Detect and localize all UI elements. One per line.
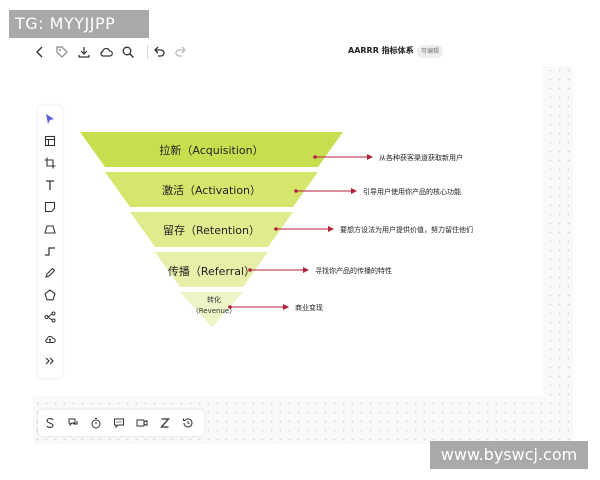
funnel-label-revenue-cn: 转化 <box>207 296 221 304</box>
funnel-label-revenue-en: （Revenue） <box>191 307 237 315</box>
chat-icon[interactable] <box>109 413 129 433</box>
pentagon-icon[interactable] <box>40 285 60 305</box>
note-activation: 引导用户使用你产品的核心功能 <box>363 188 461 196</box>
funnel-label-revenue: 转化 （Revenue） <box>184 295 244 317</box>
arrow-dot-retention <box>274 227 278 231</box>
funnel-label-retention: 留存（Retention） <box>162 224 261 237</box>
arrow-dot-referral <box>248 268 252 272</box>
funnel-level-revenue[interactable] <box>180 292 243 327</box>
funnel-label-referral: 传播（Referral） <box>167 265 256 278</box>
tag-icon[interactable] <box>52 42 72 62</box>
more-icon[interactable] <box>40 351 60 371</box>
video-icon[interactable] <box>132 413 152 433</box>
funnel-level-retention[interactable] <box>130 212 293 247</box>
timer-icon[interactable] <box>86 413 106 433</box>
note-revenue: 商业变现 <box>295 304 323 312</box>
funnel-level-acquisition[interactable] <box>80 132 343 167</box>
search-icon[interactable] <box>118 42 138 62</box>
history-icon[interactable] <box>178 413 198 433</box>
shape-icon[interactable] <box>40 219 60 239</box>
note-retention: 要想方设法为用户提供价值，努力留住他们 <box>340 226 473 234</box>
watermark-bottom: www.byswcj.com <box>430 441 588 469</box>
funnel-level-activation[interactable] <box>105 172 318 207</box>
z-icon[interactable] <box>155 413 175 433</box>
frame-icon[interactable] <box>40 131 60 151</box>
arrow-dot-activation <box>294 189 298 193</box>
download-icon[interactable] <box>74 42 94 62</box>
crop-icon[interactable] <box>40 153 60 173</box>
arrow-dot-acquisition <box>313 155 317 159</box>
cloud-icon[interactable] <box>96 42 116 62</box>
top-toolbar: AARRR 指标体系 可编辑 <box>28 40 572 64</box>
document-title[interactable]: AARRR 指标体系 <box>348 46 414 55</box>
bottom-toolbar <box>38 410 204 436</box>
note-acquisition: 从各种获客渠道获取新用户 <box>379 154 463 162</box>
strikethrough-s-icon[interactable] <box>40 413 60 433</box>
back-icon[interactable] <box>30 42 50 62</box>
text-icon[interactable] <box>40 175 60 195</box>
edit-status-badge: 可编辑 <box>417 45 444 58</box>
whiteboard-frame[interactable] <box>33 66 543 396</box>
funnel-label-activation: 激活（Activation） <box>161 184 262 197</box>
connector-icon[interactable] <box>40 241 60 261</box>
undo-icon[interactable] <box>149 42 169 62</box>
arrow-dot-revenue <box>228 305 232 309</box>
left-tool-palette <box>38 106 62 378</box>
comment-icon[interactable] <box>63 413 83 433</box>
funnel-level-referral[interactable] <box>155 252 268 287</box>
redo-icon[interactable] <box>171 42 191 62</box>
toolbar-divider <box>147 45 148 59</box>
pointer-icon[interactable] <box>40 109 60 129</box>
watermark-top: TG: MYYJJPP <box>9 10 149 38</box>
upload-icon[interactable] <box>40 329 60 349</box>
mindmap-icon[interactable] <box>40 307 60 327</box>
pen-icon[interactable] <box>40 263 60 283</box>
note-referral: 寻找你产品的传播的特性 <box>315 267 392 275</box>
sticky-note-icon[interactable] <box>40 197 60 217</box>
funnel-label-acquisition: 拉新（Acquisition） <box>159 144 264 157</box>
